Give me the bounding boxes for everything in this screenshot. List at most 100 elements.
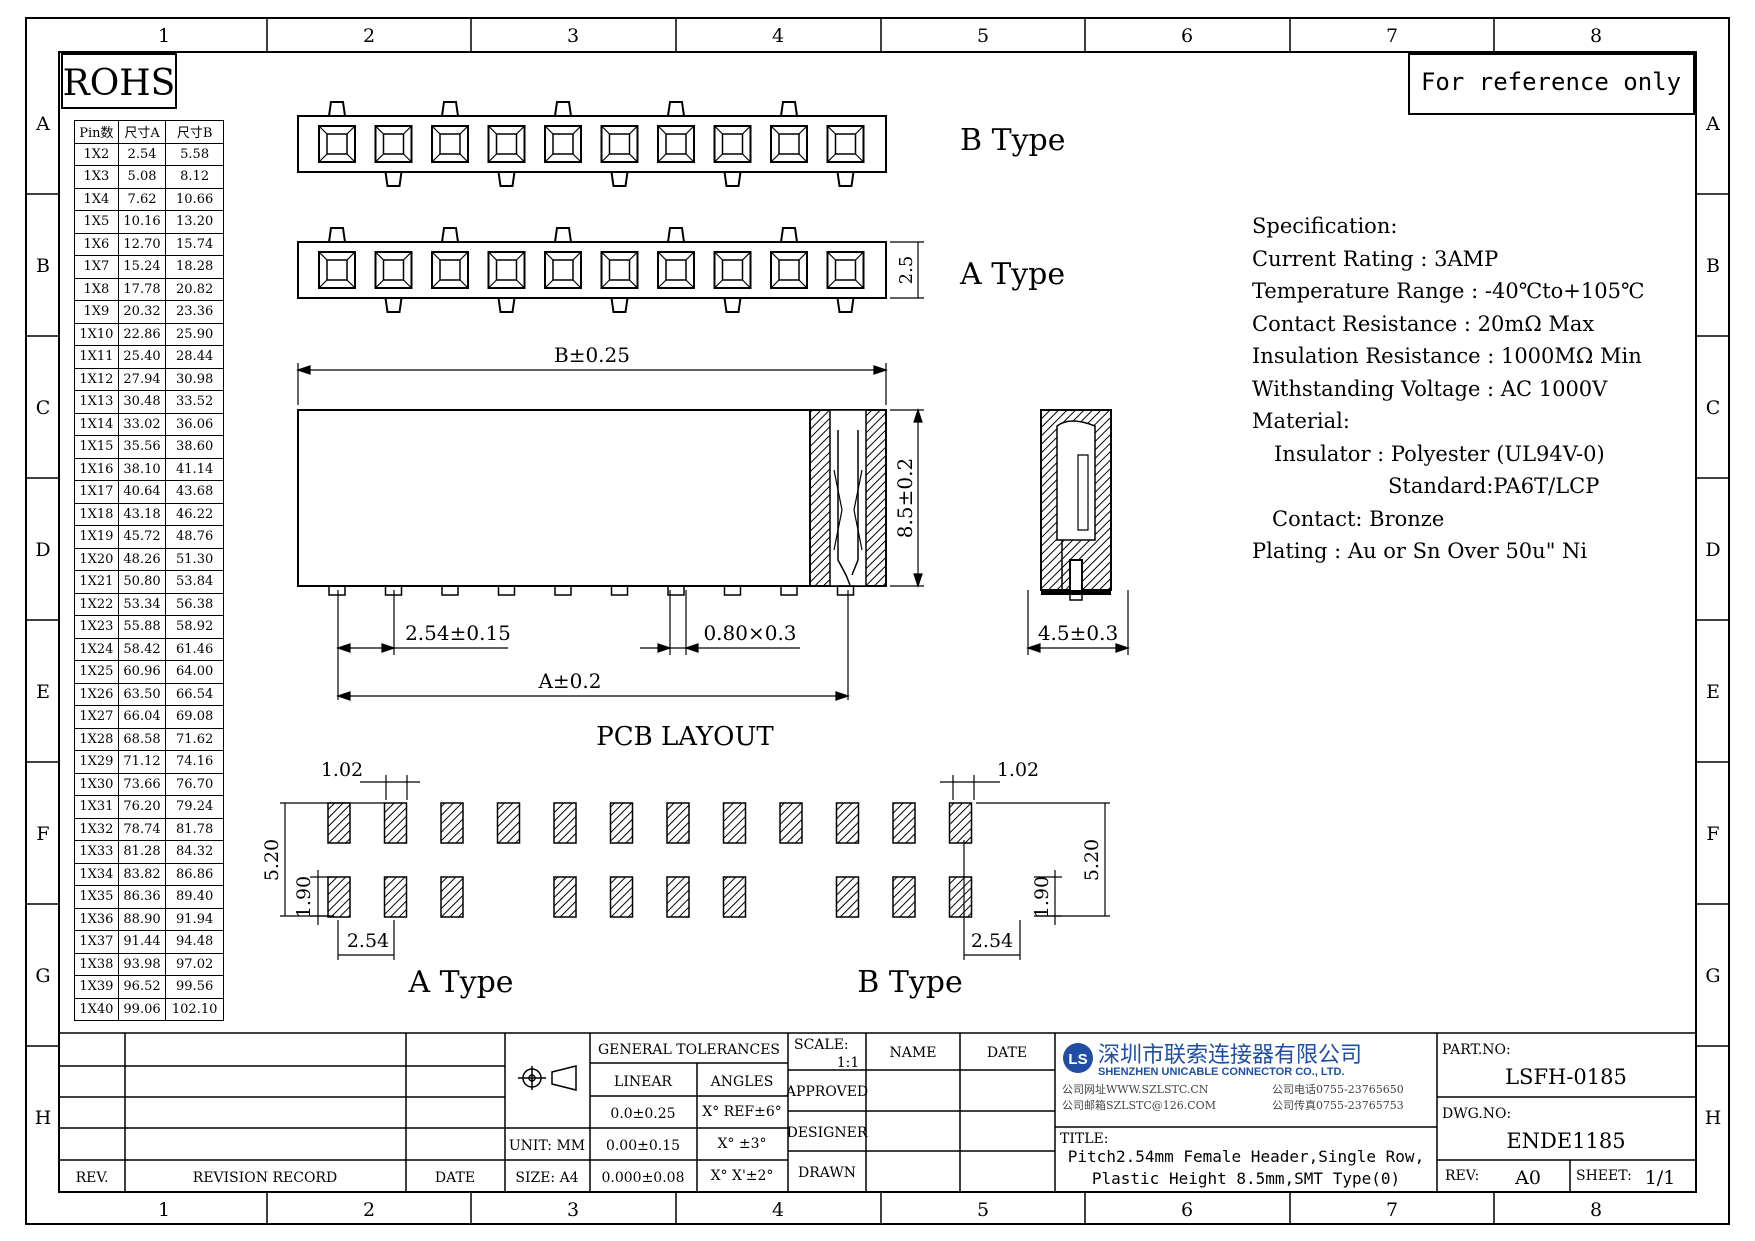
smt-pad bbox=[496, 802, 521, 844]
approved-label: APPROVED bbox=[785, 1084, 868, 1100]
contact-cavity-inner bbox=[721, 259, 744, 281]
table-cell: 28.44 bbox=[165, 345, 224, 369]
span-left-label: 5.20 bbox=[261, 839, 283, 881]
table-cell: 73.66 bbox=[117, 772, 167, 796]
cavity-chamfer bbox=[488, 125, 525, 163]
specification-block: Specification: Current Rating : 3AMP Tem… bbox=[1252, 210, 1644, 568]
dim-a-label: A±0.2 bbox=[537, 669, 601, 693]
table-cell: 33.52 bbox=[165, 390, 224, 414]
table-cell: 96.52 bbox=[117, 975, 167, 999]
unit-label: UNIT: MM bbox=[509, 1138, 585, 1154]
side-pin bbox=[667, 585, 685, 596]
company-name-cn: 深圳市联索连接器有限公司 bbox=[1098, 1042, 1362, 1067]
col-label: 6 bbox=[1181, 25, 1193, 47]
table-cell: 1X26 bbox=[74, 682, 119, 706]
smt-lead bbox=[328, 227, 346, 243]
row-label: E bbox=[1706, 681, 1720, 703]
contact-cavity bbox=[487, 125, 526, 163]
b-type-label: B Type bbox=[960, 123, 1066, 158]
table-cell: 1X19 bbox=[74, 525, 119, 549]
table-cell: 79.24 bbox=[165, 795, 224, 819]
dim-b-label: B±0.25 bbox=[554, 343, 630, 367]
smt-lead bbox=[836, 297, 855, 313]
side-pin bbox=[610, 585, 629, 596]
table-cell: 1X12 bbox=[74, 367, 119, 391]
smt-pad bbox=[835, 802, 860, 844]
col-label: 1 bbox=[158, 1199, 170, 1221]
table-cell: 97.02 bbox=[165, 952, 224, 976]
table-cell: 1X17 bbox=[74, 480, 119, 504]
table-cell: 15.24 bbox=[117, 255, 167, 279]
table-cell: 10.66 bbox=[165, 187, 224, 211]
pcb-b-type-label: B Type bbox=[857, 965, 963, 1000]
table-cell: 1X37 bbox=[74, 930, 119, 954]
table-header: 尺寸B bbox=[165, 120, 224, 144]
table-cell: 53.34 bbox=[117, 592, 167, 616]
smt-lead bbox=[780, 227, 798, 243]
table-cell: 1X31 bbox=[74, 795, 119, 819]
smt-pad bbox=[948, 802, 973, 844]
table-cell: 86.86 bbox=[165, 862, 224, 886]
contact-cavity bbox=[657, 251, 695, 289]
table-cell: 66.04 bbox=[117, 705, 167, 729]
smt-lead bbox=[384, 171, 403, 187]
table-cell: 48.26 bbox=[117, 547, 167, 571]
table-cell: 89.40 bbox=[165, 885, 224, 909]
table-cell: 58.42 bbox=[117, 637, 167, 661]
dim-pin-label: 0.80×0.3 bbox=[703, 621, 796, 645]
table-cell: 68.58 bbox=[117, 727, 167, 751]
table-cell: 25.40 bbox=[117, 345, 167, 369]
table-cell: 1X30 bbox=[74, 772, 119, 796]
contact-cavity bbox=[600, 125, 639, 163]
contact-cavity-inner bbox=[382, 259, 405, 281]
spec-material: Material: bbox=[1252, 409, 1350, 433]
table-cell: 20.32 bbox=[117, 300, 167, 324]
table-cell: 5.58 bbox=[165, 142, 224, 166]
linear-header: LINEAR bbox=[614, 1074, 672, 1090]
contact-cavity bbox=[544, 125, 582, 163]
cavity-chamfer bbox=[714, 251, 751, 289]
col-label: 7 bbox=[1386, 25, 1398, 47]
company-web: 公司网址WWW.SZLSTC.CN bbox=[1062, 1082, 1209, 1096]
row-label: G bbox=[1705, 965, 1720, 987]
smt-lead bbox=[554, 227, 572, 243]
table-cell: 1X40 bbox=[74, 997, 119, 1021]
table-cell: 76.20 bbox=[117, 795, 167, 819]
table-cell: 69.08 bbox=[165, 705, 224, 729]
table-cell: 10.16 bbox=[117, 210, 167, 234]
table-cell: 1X24 bbox=[74, 637, 119, 661]
cavity-chamfer bbox=[431, 125, 469, 163]
company-fax: 公司传真0755-23765753 bbox=[1272, 1098, 1404, 1112]
smt-lead bbox=[441, 227, 459, 243]
dwg-no: ENDE1185 bbox=[1506, 1129, 1625, 1153]
contact-cavity-inner bbox=[495, 133, 518, 155]
table-cell: 1X39 bbox=[74, 975, 119, 999]
table-cell: 30.98 bbox=[165, 367, 224, 391]
table-cell: 1X11 bbox=[74, 345, 119, 369]
table-cell: 93.98 bbox=[117, 952, 167, 976]
table-cell: 1X27 bbox=[74, 705, 119, 729]
contact-cavity-inner bbox=[665, 259, 687, 281]
cavity-chamfer bbox=[544, 251, 582, 289]
col-label: 2 bbox=[363, 25, 375, 47]
side-pin bbox=[780, 585, 798, 596]
table-cell: 1X29 bbox=[74, 750, 119, 774]
cavity-chamfer bbox=[827, 251, 864, 289]
cavity-chamfer bbox=[657, 125, 695, 163]
date-column-header: DATE bbox=[435, 1170, 475, 1186]
spec-temperature: Temperature Range : -40℃to+105℃ bbox=[1252, 279, 1645, 303]
smt-pad bbox=[609, 802, 634, 844]
table-cell: 35.56 bbox=[117, 435, 167, 459]
scale-label: SCALE: bbox=[794, 1037, 849, 1053]
contact-cavity bbox=[826, 251, 865, 289]
cavity-chamfer bbox=[770, 125, 808, 163]
